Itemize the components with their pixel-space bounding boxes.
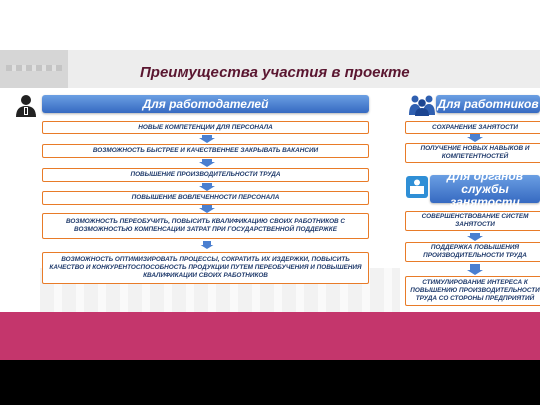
- page-title: Преимущества участия в проекте: [140, 64, 410, 81]
- down-arrow-icon: [467, 233, 483, 241]
- down-arrow-icon: [200, 241, 214, 249]
- down-arrow-icon: [467, 264, 483, 275]
- down-arrow-icon: [199, 159, 215, 167]
- slide: Преимущества участия в проекте Для работ…: [0, 0, 540, 360]
- agency-item-3: СТИМУЛИРОВАНИЕ ИНТЕРЕСА К ПОВЫШЕНИЮ ПРОИ…: [405, 276, 540, 306]
- employer-item-4: ПОВЫШЕНИЕ ВОВЛЕЧЕННОСТИ ПЕРСОНАЛА: [42, 191, 369, 205]
- employer-item-2: ВОЗМОЖНОСТЬ БЫСТРЕЕ И КАЧЕСТВЕННЕЕ ЗАКРЫ…: [42, 144, 369, 158]
- workers-group-icon: [408, 94, 436, 116]
- down-arrow-icon: [199, 205, 215, 213]
- employer-item-6: ВОЗМОЖНОСТЬ ОПТИМИЗИРОВАТЬ ПРОЦЕССЫ, СОК…: [42, 252, 369, 284]
- employer-item-3: ПОВЫШЕНИЕ ПРОИЗВОДИТЕЛЬНОСТИ ТРУДА: [42, 168, 369, 182]
- agencies-header: Для органов службы занятости: [430, 169, 540, 208]
- employers-header: Для работодателей: [42, 95, 369, 113]
- agency-item-2: ПОДДЕРЖКА ПОВЫШЕНИЯ ПРОИЗВОДИТЕЛЬНОСТИ Т…: [405, 242, 540, 262]
- employment-agency-icon: [406, 176, 428, 198]
- decorative-band: [0, 50, 68, 88]
- down-arrow-icon: [467, 134, 483, 142]
- employer-item-5: ВОЗМОЖНОСТЬ ПЕРЕОБУЧИТЬ, ПОВЫСИТЬ КВАЛИФ…: [42, 213, 369, 239]
- title-band: [0, 50, 540, 88]
- down-arrow-icon: [199, 135, 215, 143]
- worker-item-2: ПОЛУЧЕНИЕ НОВЫХ НАВЫКОВ И КОМПЕТЕНТНОСТЕ…: [405, 143, 540, 163]
- footer-bar: [0, 312, 540, 360]
- employer-item-1: НОВЫЕ КОМПЕТЕНЦИИ ДЛЯ ПЕРСОНАЛА: [42, 121, 369, 134]
- employer-person-icon: [14, 93, 38, 117]
- down-arrow-icon: [199, 183, 215, 191]
- worker-item-1: СОХРАНЕНИЕ ЗАНЯТОСТИ: [405, 121, 540, 134]
- agency-item-1: СОВЕРШЕНСТВОВАНИЕ СИСТЕМ ЗАНЯТОСТИ: [405, 211, 540, 231]
- workers-header: Для работников: [436, 95, 540, 113]
